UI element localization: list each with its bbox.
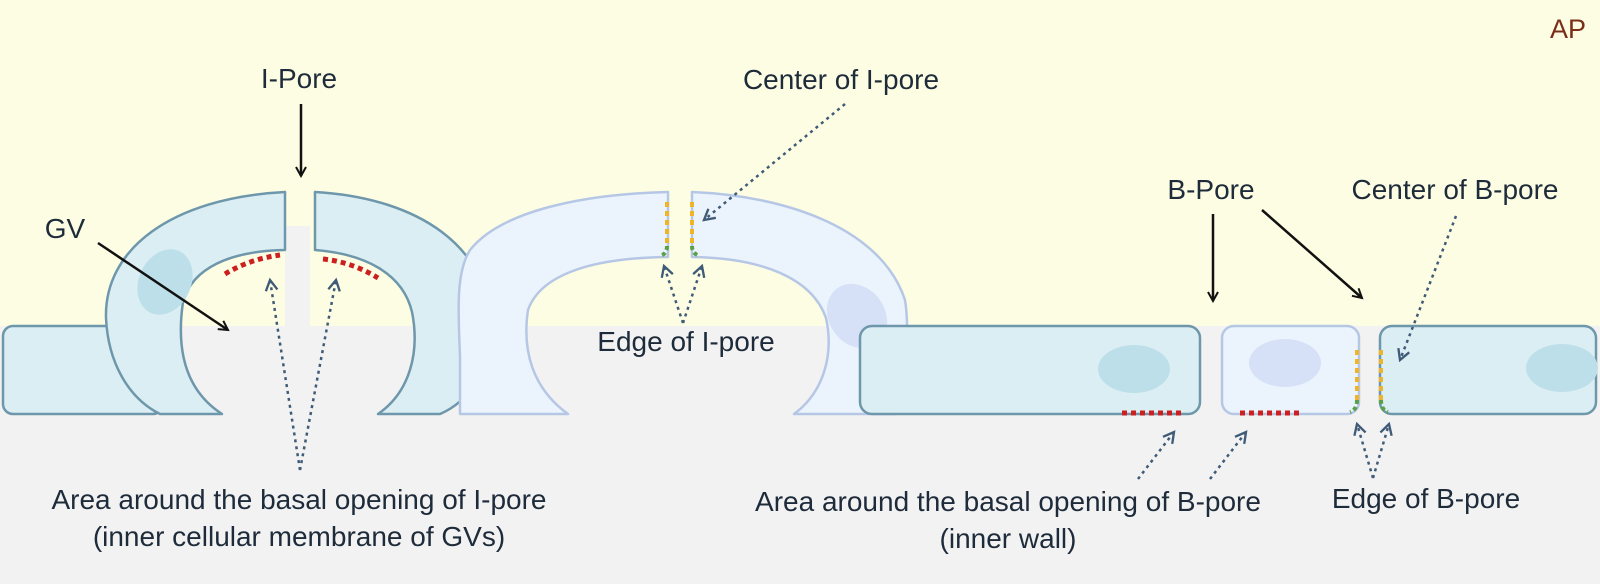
i-pore-center-arrow xyxy=(704,103,846,220)
b-pore-label: B-Pore xyxy=(1167,174,1254,205)
gv-label: GV xyxy=(45,213,86,244)
area-b-pore-label-line1: Area around the basal opening of B-pore xyxy=(755,486,1261,517)
gv2-wall-left xyxy=(457,190,670,416)
i-pore-edge-marker-left xyxy=(659,245,669,258)
b-pore-area-arrow-2 xyxy=(1209,432,1246,480)
b-pore-edge-arrow-right xyxy=(1371,424,1389,479)
area-i-pore-label-line2: (inner cellular membrane of GVs) xyxy=(93,521,505,552)
b-pore-area-arrow-1 xyxy=(1137,432,1174,480)
i-pore-area-arrow-right xyxy=(298,280,336,471)
edge-i-pore-label: Edge of I-pore xyxy=(597,326,774,357)
flat-cell-b3-nucleus xyxy=(1526,344,1598,392)
b-pore-edge-marker-right xyxy=(1379,399,1389,414)
b-pore-center-arrow xyxy=(1400,215,1458,360)
flat-cell-b1 xyxy=(858,324,1202,416)
gv-wall-right xyxy=(313,190,492,416)
i-pore-edge-marker-right xyxy=(690,245,701,258)
i-pore-label: I-Pore xyxy=(261,63,337,94)
i-pore-edge-arrow-left xyxy=(664,266,685,324)
i-pore-area-marker-left xyxy=(223,252,281,277)
i-pore-area-marker-right xyxy=(322,256,380,281)
edge-b-pore-label: Edge of B-pore xyxy=(1332,483,1520,514)
b-pore-arrow-2 xyxy=(1261,209,1362,298)
gv-wall-left xyxy=(104,190,287,416)
area-b-pore-label-line2: (inner wall) xyxy=(940,523,1077,554)
flat-cell-b2-nucleus xyxy=(1249,339,1321,387)
center-i-pore-label: Center of I-pore xyxy=(743,64,939,95)
b-pore-edge-arrow-left xyxy=(1357,424,1375,479)
b-pore-edge-marker-left xyxy=(1349,399,1359,414)
i-pore-edge-arrow-right xyxy=(681,266,702,324)
center-b-pore-label: Center of B-pore xyxy=(1352,174,1559,205)
flat-cell-b1-nucleus xyxy=(1098,345,1170,393)
gv-arrow xyxy=(97,241,228,330)
gv-background-cell xyxy=(285,226,310,414)
region-label-ap: AP xyxy=(1550,14,1586,44)
area-i-pore-label-line1: Area around the basal opening of I-pore xyxy=(51,484,546,515)
